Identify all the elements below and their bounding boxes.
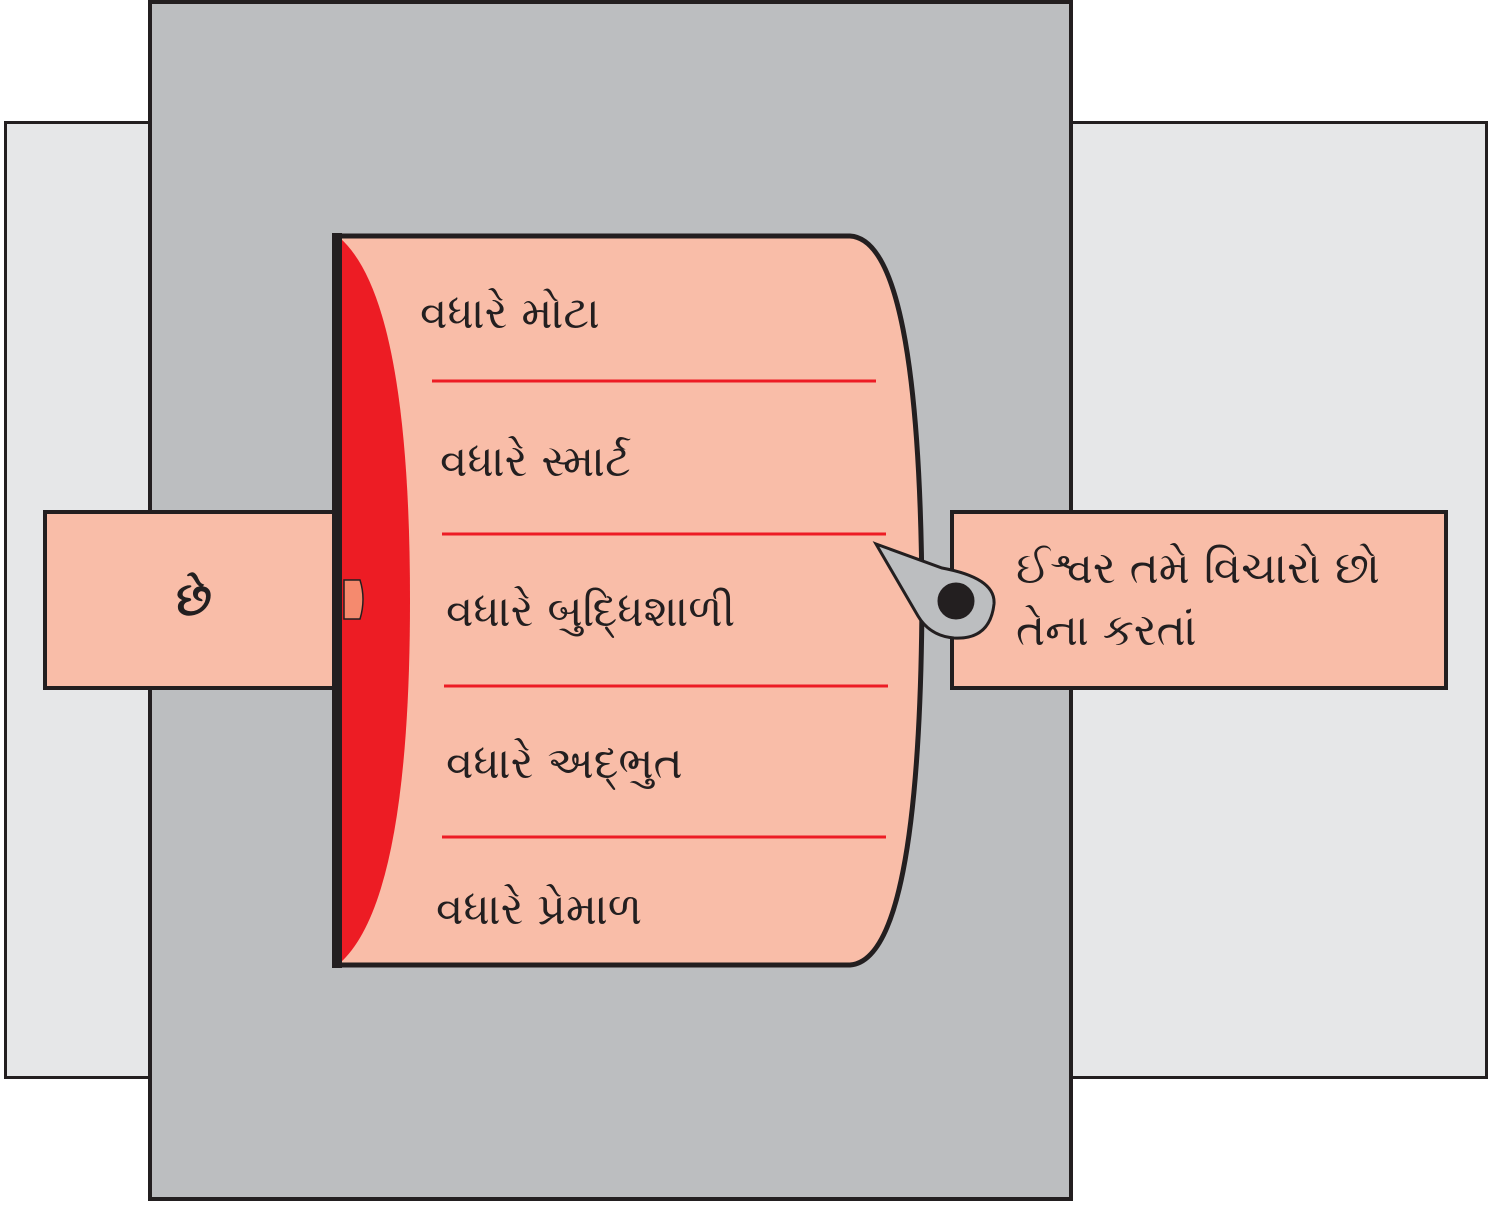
row-label-wonderful: વધારે અદ્ભુત <box>446 738 683 789</box>
drum-red-edge <box>340 238 410 963</box>
right-label-line2: તેના કરતાં <box>1016 605 1197 656</box>
row-label-bigger: વધારે મોટા <box>420 288 600 339</box>
left-label: છે <box>176 572 212 626</box>
right-label-line1: ઈશ્વર તમે વિચારો છો <box>1016 543 1380 594</box>
pivot-dot-icon <box>934 579 978 623</box>
drum-peg <box>343 579 364 620</box>
drum-left-bar <box>332 233 342 968</box>
row-label-wiser: વધારે બુદ્ધિશાળી <box>446 586 736 637</box>
row-label-smarter: વધારે સ્માર્ટ <box>440 436 631 487</box>
row-label-loving: વધારે પ્રેમાળ <box>436 884 643 935</box>
